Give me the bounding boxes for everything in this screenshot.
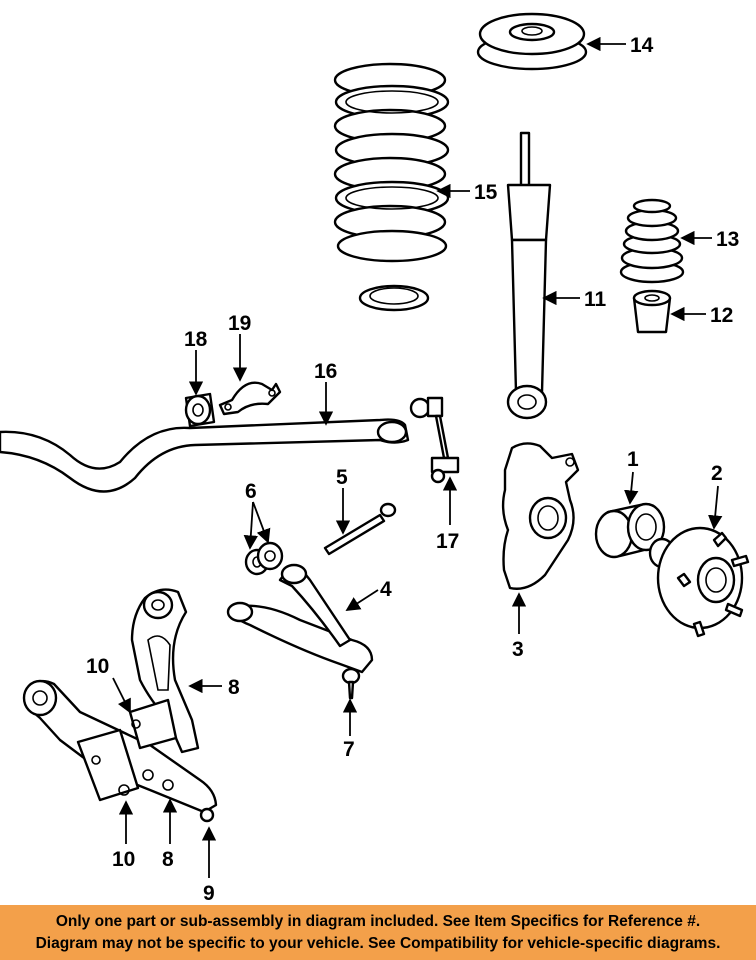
- callout-18: 18: [184, 328, 208, 351]
- callout-2: 2: [711, 462, 723, 485]
- callout-4: 4: [380, 578, 392, 601]
- callout-8-upper: 8: [228, 676, 240, 699]
- callout-19: 19: [228, 312, 251, 335]
- stabilizer-bracket: [218, 381, 282, 416]
- bolt: [323, 502, 397, 556]
- steering-knuckle: [501, 442, 580, 590]
- spring-upper-mount: [476, 12, 588, 71]
- callout-10-lower: 10: [112, 848, 135, 871]
- stabilizer-link: [409, 396, 460, 484]
- disclaimer-line-1: Only one part or sub-assembly in diagram…: [55, 913, 701, 930]
- ball-joint: [341, 667, 361, 700]
- stabilizer-bushing: [184, 392, 216, 428]
- callout-8-lower: 8: [162, 848, 174, 871]
- control-arm-bushings: [244, 541, 284, 576]
- dust-boot: [619, 198, 685, 284]
- wheel-hub: [648, 526, 750, 638]
- coil-spring: [333, 62, 450, 312]
- callout-9: 9: [203, 882, 215, 905]
- disclaimer-line-2: Diagram may not be specific to your vehi…: [35, 935, 721, 952]
- callout-5: 5: [336, 466, 348, 489]
- callout-7: 7: [343, 738, 355, 761]
- callout-11: 11: [584, 288, 607, 311]
- callout-labels: 14 15 13 11 12 18 19 16 5 6 17 4 3 1 2 1…: [86, 34, 739, 905]
- stabilizer-bar: [0, 418, 410, 493]
- callout-14: 14: [630, 34, 654, 57]
- suspension-parts-diagram: 14 15 13 11 12 18 19 16 5 6 17 4 3 1 2 1…: [0, 12, 750, 905]
- control-arm-bracket: [76, 698, 178, 802]
- bump-stop: [632, 289, 672, 334]
- callout-12: 12: [710, 304, 733, 327]
- callout-10-upper: 10: [86, 655, 109, 678]
- callout-16: 16: [314, 360, 337, 383]
- wheel-bearing: [594, 502, 666, 559]
- disclaimer-banner: Only one part or sub-assembly in diagram…: [0, 905, 756, 960]
- upper-control-arm: [226, 563, 374, 674]
- callout-1: 1: [627, 448, 639, 471]
- leader-lines: [112, 36, 723, 878]
- callout-3: 3: [512, 638, 524, 661]
- callout-17: 17: [436, 530, 459, 553]
- callout-13: 13: [716, 228, 739, 251]
- callout-15: 15: [474, 181, 498, 204]
- callout-6: 6: [245, 480, 257, 503]
- shock-absorber: [506, 131, 552, 420]
